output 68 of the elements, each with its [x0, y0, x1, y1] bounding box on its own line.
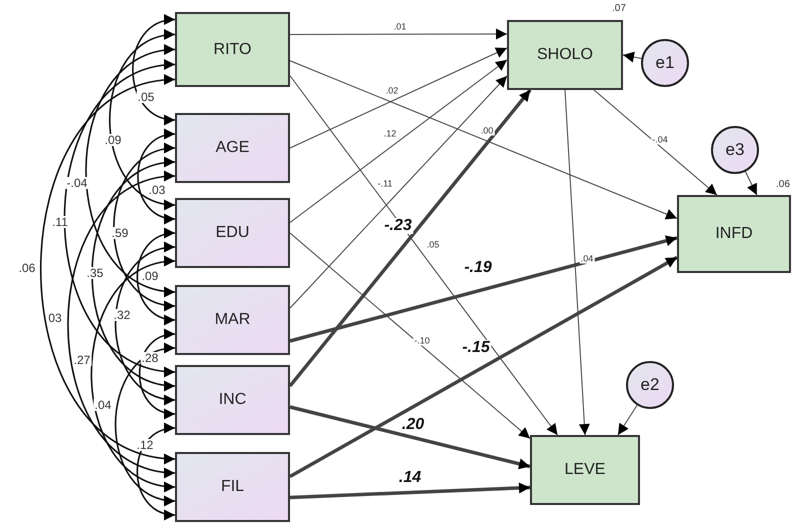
variable-box: SHOLO	[507, 20, 623, 90]
covariance-arrow	[109, 30, 176, 209]
covariance-arrow	[67, 172, 176, 476]
path-arrow	[289, 256, 678, 478]
edge-label: .20	[400, 417, 426, 433]
edge-label: .02	[384, 86, 400, 96]
variable-box: AGE	[175, 113, 290, 183]
covariance-arrow	[137, 130, 176, 223]
covariance-arrow	[132, 16, 176, 124]
covariance-arrow	[40, 76, 176, 462]
covariance-arrow	[114, 243, 176, 404]
covariance-arrow	[138, 330, 176, 418]
edge-label: .27	[72, 354, 92, 366]
variable-box: EDU	[175, 198, 290, 268]
edge-label: .05	[426, 240, 440, 250]
path-arrow	[564, 90, 590, 436]
path-arrow	[290, 76, 508, 309]
variable-box: INFD	[677, 195, 791, 273]
path-arrow	[290, 48, 508, 148]
edge-label: .32	[112, 309, 132, 321]
edge-label: .06	[18, 262, 36, 274]
edge-label: .01	[392, 22, 408, 32]
edge-label: 03	[47, 312, 63, 324]
edge-label: .09	[104, 134, 122, 146]
path-arrow	[290, 60, 678, 220]
edge-label: .35	[86, 267, 104, 279]
path-arrow	[594, 90, 718, 196]
path-arrow	[290, 59, 508, 223]
edge-label: -.23	[383, 218, 413, 234]
edge-label: .11	[51, 216, 69, 228]
covariance-arrow	[136, 424, 176, 519]
covariance-arrow	[113, 144, 176, 310]
path-arrow	[290, 235, 678, 343]
edge-label: .28	[140, 352, 160, 364]
covariance-arrow	[91, 158, 176, 390]
edge-label: -.11	[376, 180, 394, 188]
edge-label: -.04	[651, 136, 669, 144]
path-arrow	[618, 404, 638, 436]
estimate-label: .07	[612, 4, 626, 14]
path-arrow	[290, 75, 558, 436]
variable-box: MAR	[175, 285, 290, 355]
edge-label: .04	[94, 399, 112, 411]
covariance-arrow	[64, 61, 176, 376]
covariance-arrow	[85, 46, 176, 296]
variable-box: FIL	[175, 452, 290, 522]
variable-box: INC	[175, 365, 290, 435]
variable-box: LEVE	[530, 435, 640, 505]
edge-label: .05	[136, 91, 156, 103]
path-arrow	[288, 88, 532, 388]
path-arrow	[290, 28, 508, 40]
path-arrow	[290, 405, 530, 470]
edge-label: .00	[480, 126, 494, 136]
edge-label: .04	[580, 254, 594, 264]
edge-label: -.10	[413, 336, 431, 346]
edge-label: .12	[136, 439, 154, 451]
estimate-label: .06	[776, 180, 790, 190]
variable-box: RITO	[175, 12, 290, 87]
covariance-arrow	[136, 229, 176, 324]
edge-label: -.04	[66, 177, 88, 189]
covariance-arrow	[114, 344, 176, 505]
path-arrow	[290, 482, 530, 500]
edge-label: .59	[110, 227, 130, 239]
path-arrow	[290, 232, 530, 439]
path-arrow	[622, 52, 642, 62]
covariance-arrow	[90, 257, 176, 491]
edge-label: .03	[148, 184, 166, 196]
edge-label: .09	[140, 270, 160, 282]
edge-label: .12	[382, 130, 398, 138]
